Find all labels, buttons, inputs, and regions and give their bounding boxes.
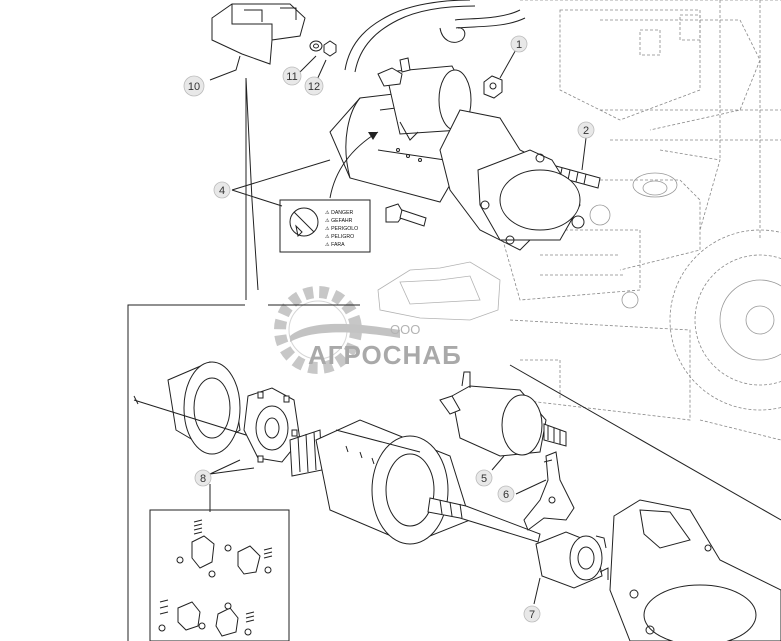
callout-11-label: 11	[286, 71, 297, 83]
end-cover-and-brush-holder	[133, 361, 301, 463]
brush-kit-detail-box	[149, 509, 290, 641]
callout-4-label: 4	[219, 185, 225, 197]
starter-motor-assembled	[329, 57, 585, 251]
drive-pinion-clutch	[535, 531, 609, 589]
callout-5: 5	[475, 469, 493, 487]
mounting-bolt	[385, 203, 427, 227]
arrow-decal-to-motor	[329, 131, 379, 199]
exploded-view-frame	[127, 304, 781, 641]
callout-4: 4	[213, 181, 231, 199]
callout-12: 12	[304, 76, 324, 96]
engine-block-outline	[499, 0, 781, 441]
warning-line-1: ⚠ DANGER	[325, 210, 354, 216]
washer-and-nut	[309, 40, 337, 57]
callout-2: 2	[577, 121, 595, 139]
wiring-harness	[344, 0, 526, 73]
callout-1-label: 1	[516, 39, 522, 51]
agrosnab-watermark: ООО АГРОСНАБ	[274, 261, 501, 374]
warning-decal: ⚠ DANGER ⚠ GEFAHR ⚠ PERIGOLO ⚠ PELIGRO ⚠…	[279, 199, 371, 253]
callout-2-label: 2	[583, 125, 589, 137]
armature-and-field-frame	[289, 419, 541, 545]
callout-6-label: 6	[503, 489, 509, 501]
warning-line-3: ⚠ PERIGOLO	[325, 226, 358, 232]
heat-shield-bracket	[211, 3, 306, 65]
callout-8-label: 8	[200, 473, 206, 485]
callout-6: 6	[497, 485, 515, 503]
warning-line-5: ⚠ FARA	[325, 242, 345, 248]
watermark-prefix: ООО	[390, 322, 420, 337]
warning-line-4: ⚠ PELIGRO	[325, 234, 354, 240]
callout-8: 8	[194, 469, 212, 487]
solenoid-switch	[439, 371, 567, 457]
leader-lines-top	[209, 45, 587, 300]
callout-5-label: 5	[481, 473, 487, 485]
warning-line-2: ⚠ GEFAHR	[325, 218, 353, 224]
leader-lines-lower	[209, 455, 547, 605]
shift-fork-lever	[523, 451, 575, 531]
callout-11: 11	[282, 66, 302, 86]
callout-1: 1	[510, 35, 528, 53]
callout-7-label: 7	[529, 609, 535, 621]
drive-end-housing	[609, 499, 781, 641]
terminal-nut	[483, 75, 503, 99]
callout-10-label: 10	[188, 81, 200, 93]
callout-10: 10	[183, 75, 205, 97]
callout-12-label: 12	[308, 81, 320, 93]
callout-7: 7	[523, 605, 541, 623]
watermark-brand: АГРОСНАБ	[308, 340, 462, 370]
